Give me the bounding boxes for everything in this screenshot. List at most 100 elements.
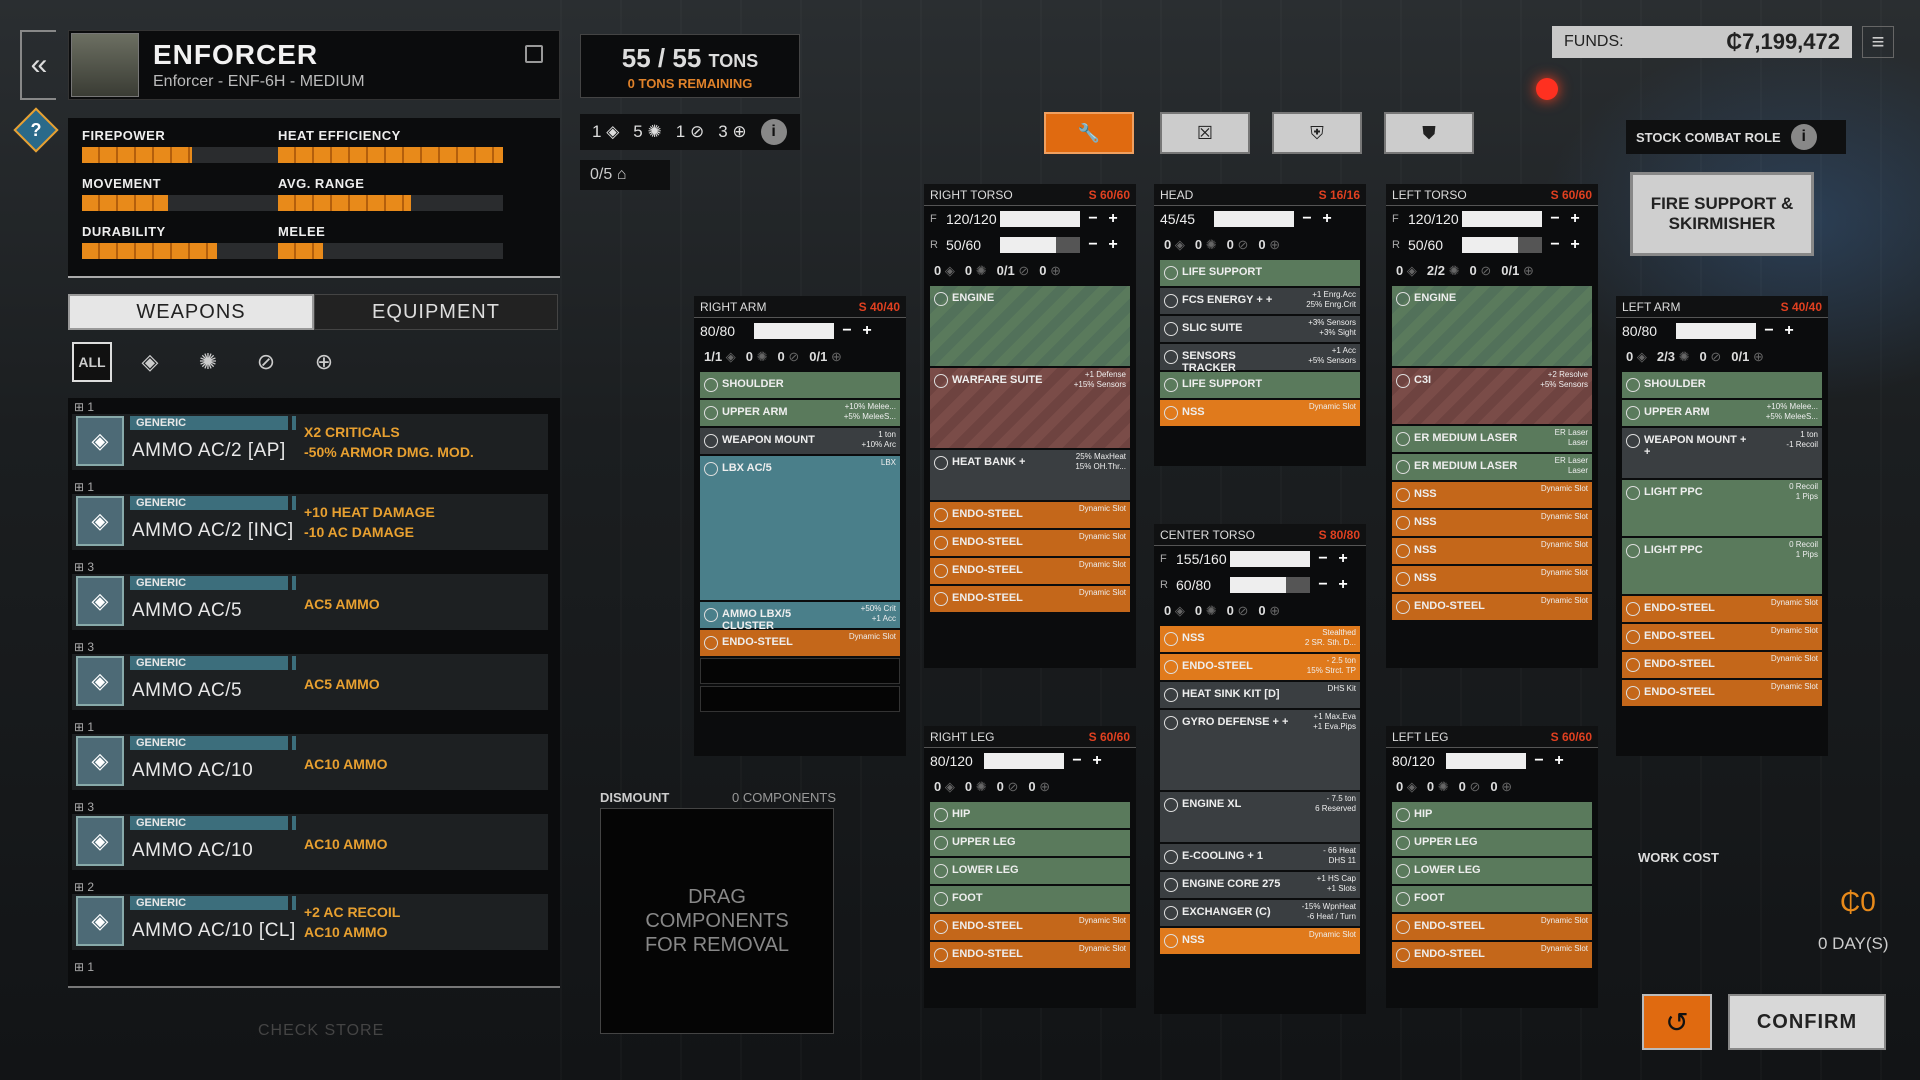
slot-engine-xl[interactable]: ENGINE XL- 7.5 ton 6 Reserved <box>1160 792 1360 842</box>
armor-plus-button[interactable]: + <box>1570 236 1580 253</box>
slot-gyro-defense[interactable]: GYRO DEFENSE + ++1 Max.Eva +1 Eva.Pips <box>1160 710 1360 790</box>
armor-max-button[interactable]: ⛊ <box>1384 112 1474 154</box>
slot-ammo-lbx-5-cluster[interactable]: AMMO LBX/5 CLUSTER+50% Crit +1 Acc <box>700 602 900 632</box>
hardpoint-info-icon[interactable]: i <box>760 119 787 145</box>
strip-mode-button[interactable]: ☒ <box>1160 112 1250 154</box>
slot-empty[interactable] <box>700 658 900 684</box>
slot-lower-leg[interactable]: LOWER LEG <box>1392 858 1592 884</box>
armor-minus-button[interactable]: − <box>842 322 852 339</box>
armor-plus-button[interactable]: + <box>1570 210 1580 227</box>
armor-plus-button[interactable]: + <box>1338 576 1348 593</box>
slot-endo-steel[interactable]: ENDO-STEEL- 2.5 ton 15% Strct. TP <box>1160 654 1360 680</box>
armor-plus-button[interactable]: + <box>1338 550 1348 567</box>
slot-e-cooling-1[interactable]: E-COOLING + 1- 66 Heat DHS 11 <box>1160 844 1360 870</box>
tab-equipment[interactable]: EQUIPMENT <box>314 294 558 330</box>
slot-foot[interactable]: FOOT <box>1392 886 1592 912</box>
customize-mode-button[interactable]: 🔧 <box>1044 112 1134 154</box>
slot-upper-arm[interactable]: UPPER ARM+10% Melee... +5% MeleeS... <box>700 400 900 426</box>
slot-upper-arm[interactable]: UPPER ARM+10% Melee... +5% MeleeS... <box>1622 400 1822 426</box>
armor-minus-button[interactable]: − <box>1088 210 1098 227</box>
slot-c3i[interactable]: C3I+2 Resolve +5% Sensors <box>1392 368 1592 424</box>
armor-strip-button[interactable]: ⛨ <box>1272 112 1362 154</box>
slot-upper-leg[interactable]: UPPER LEG <box>930 830 1130 856</box>
filter-ballistic-icon[interactable]: ◈ <box>141 349 159 374</box>
slot-exchanger-c[interactable]: EXCHANGER (C)-15% WpnHeat -6 Heat / Turn <box>1160 900 1360 926</box>
slot-shoulder[interactable]: SHOULDER <box>700 372 900 398</box>
slot-engine[interactable]: ENGINE <box>1392 286 1592 366</box>
armor-minus-button[interactable]: − <box>1072 752 1082 769</box>
slot-engine-core-275[interactable]: ENGINE CORE 275+1 HS Cap +1 Slots <box>1160 872 1360 898</box>
armor-plus-button[interactable]: + <box>1092 752 1102 769</box>
slot-weapon-mount[interactable]: WEAPON MOUNT + +1 ton -1 Recoil <box>1622 428 1822 478</box>
tab-weapons[interactable]: WEAPONS <box>68 294 314 330</box>
armor-minus-button[interactable]: − <box>1550 210 1560 227</box>
slot-shoulder[interactable]: SHOULDER <box>1622 372 1822 398</box>
armor-plus-button[interactable]: + <box>1108 236 1118 253</box>
armor-plus-button[interactable]: + <box>1554 752 1564 769</box>
armor-plus-button[interactable]: + <box>1108 210 1118 227</box>
armor-plus-button[interactable]: + <box>862 322 872 339</box>
armor-plus-button[interactable]: + <box>1784 322 1794 339</box>
slot-fcs-energy[interactable]: FCS ENERGY + ++1 Enrg.Acc 25% Enrg.Crit <box>1160 288 1360 314</box>
armor-minus-button[interactable]: − <box>1302 210 1312 227</box>
armor-minus-button[interactable]: − <box>1318 550 1328 567</box>
undo-button[interactable]: ↺ <box>1642 994 1712 1050</box>
armor-minus-button[interactable]: − <box>1088 236 1098 253</box>
confirm-button[interactable]: CONFIRM <box>1728 994 1886 1050</box>
edit-icon[interactable] <box>525 45 543 63</box>
dismount-dropzone[interactable]: DRAG COMPONENTS FOR REMOVAL <box>600 808 834 1034</box>
slot-heat-bank[interactable]: HEAT BANK +25% MaxHeat 15% OH.Thr... <box>930 450 1130 500</box>
armor-minus-button[interactable]: − <box>1318 576 1328 593</box>
filter-support-icon[interactable]: ⊕ <box>314 349 334 374</box>
check-store-button[interactable]: CHECK STORE <box>258 1022 385 1039</box>
filter-energy-icon[interactable]: ✺ <box>198 349 218 374</box>
armor-minus-button[interactable]: − <box>1550 236 1560 253</box>
slot-warfare-suite[interactable]: WARFARE SUITE+1 Defense +15% Sensors <box>930 368 1130 448</box>
slot-heat-sink-kit-d[interactable]: HEAT SINK KIT [D]DHS Kit <box>1160 682 1360 708</box>
armor-minus-button[interactable]: − <box>1534 752 1544 769</box>
armor-plus-button[interactable]: + <box>1322 210 1332 227</box>
filter-all[interactable]: ALL <box>72 342 112 382</box>
stock-role-info-icon[interactable]: i <box>1790 124 1817 150</box>
slot-empty[interactable] <box>700 686 900 712</box>
slot-hip[interactable]: HIP <box>1392 802 1592 828</box>
slot-life-support[interactable]: LIFE SUPPORT <box>1160 372 1360 398</box>
back-button[interactable]: « <box>20 30 56 100</box>
armor-minus-button[interactable]: − <box>1764 322 1774 339</box>
menu-button[interactable]: ≡ <box>1862 26 1894 58</box>
filter-missile-icon[interactable]: ⊘ <box>256 349 276 374</box>
slot-sensors-tracker[interactable]: SENSORS TRACKER+1 Acc +5% Sensors <box>1160 344 1360 374</box>
